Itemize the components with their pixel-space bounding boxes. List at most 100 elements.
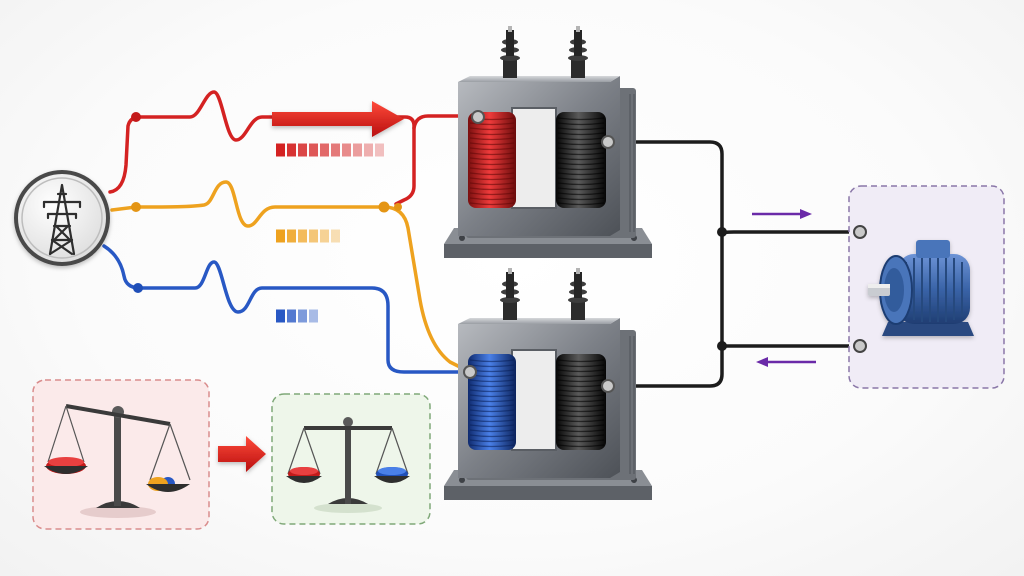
bushing xyxy=(500,268,520,320)
coil-winding xyxy=(557,147,605,151)
secondary-coil xyxy=(556,354,606,450)
coil-winding xyxy=(557,424,605,428)
coil-winding xyxy=(557,374,605,378)
coil-winding xyxy=(557,434,605,438)
coil-winding xyxy=(469,364,515,368)
coil-winding xyxy=(469,122,515,126)
phase-a-indicator-segment xyxy=(353,143,362,157)
coil-winding xyxy=(469,384,515,388)
phase-indicators xyxy=(276,143,384,323)
coil-winding xyxy=(557,132,605,136)
coil-winding xyxy=(557,177,605,181)
coil-winding xyxy=(557,162,605,166)
phase-b-indicator-segment xyxy=(320,229,329,243)
coil-winding xyxy=(469,439,515,443)
flow-arrow-left xyxy=(756,357,816,367)
phase-b-indicator-segment xyxy=(276,229,285,243)
coil-winding xyxy=(557,359,605,363)
coil-winding xyxy=(469,192,515,196)
coil-winding xyxy=(469,197,515,201)
coil-winding xyxy=(469,444,515,448)
secondary-terminal xyxy=(601,379,615,393)
coil-winding xyxy=(557,172,605,176)
coil-winding xyxy=(557,167,605,171)
unbalanced-panel xyxy=(32,379,210,530)
coil-winding xyxy=(557,152,605,156)
phase-c-indicator-segment xyxy=(298,309,307,323)
coil-winding xyxy=(469,177,515,181)
coil-winding xyxy=(469,419,515,423)
transition-arrow xyxy=(218,436,266,472)
phase-a-indicator-segment xyxy=(320,143,329,157)
coil-winding xyxy=(557,157,605,161)
phase-a-to-transformer xyxy=(412,114,480,130)
phase-a-indicator-segment xyxy=(364,143,373,157)
coil-winding xyxy=(557,117,605,121)
coil-winding xyxy=(469,157,515,161)
coil-winding xyxy=(557,142,605,146)
junction-dot xyxy=(717,227,727,237)
coil-winding xyxy=(469,152,515,156)
unbalanced-scale-icon xyxy=(44,404,191,518)
load-terminal xyxy=(853,339,867,353)
coil-winding xyxy=(557,409,605,413)
phase-a-indicator-segment xyxy=(331,143,340,157)
junction-dot xyxy=(717,341,727,351)
coil-winding xyxy=(557,399,605,403)
primary-coil xyxy=(468,112,516,208)
secondary-wire-bottom xyxy=(606,344,860,388)
secondary-coil xyxy=(556,112,606,208)
phase-a-indicator-segment xyxy=(309,143,318,157)
bushing xyxy=(500,26,520,78)
coil-winding xyxy=(469,132,515,136)
coil-winding xyxy=(469,187,515,191)
coil-winding xyxy=(557,122,605,126)
secondary-terminal xyxy=(601,135,615,149)
coil-winding xyxy=(469,172,515,176)
coil-winding xyxy=(557,369,605,373)
phase-b-indicator-segment xyxy=(331,229,340,243)
junction-dot xyxy=(394,203,402,211)
coil-winding xyxy=(557,404,605,408)
coil-winding xyxy=(469,434,515,438)
coil-winding xyxy=(469,404,515,408)
power-flow-arrows xyxy=(752,209,816,367)
phase-b-indicator-segment xyxy=(309,229,318,243)
transmission-tower-icon xyxy=(42,183,82,256)
coil-winding xyxy=(469,137,515,141)
coil-winding xyxy=(557,197,605,201)
flow-arrow-right xyxy=(752,209,812,219)
primary-coil xyxy=(468,354,516,450)
coil-winding xyxy=(557,389,605,393)
transformer-top xyxy=(444,26,652,258)
transformer-bottom xyxy=(444,268,652,500)
coil-winding xyxy=(469,379,515,383)
phase-c-wire xyxy=(102,244,472,374)
coil-winding xyxy=(557,192,605,196)
coil-winding xyxy=(469,142,515,146)
coil-winding xyxy=(557,202,605,206)
primary-terminal xyxy=(471,110,485,124)
coil-winding xyxy=(469,202,515,206)
coil-winding xyxy=(469,359,515,363)
coil-winding xyxy=(469,399,515,403)
phase-a-indicator-segment xyxy=(375,143,384,157)
coil-winding xyxy=(469,424,515,428)
coil-winding xyxy=(469,389,515,393)
coil-winding xyxy=(557,379,605,383)
coil-winding xyxy=(557,394,605,398)
coil-winding xyxy=(469,409,515,413)
power-source xyxy=(14,170,110,266)
coil-winding xyxy=(469,429,515,433)
balanced-panel xyxy=(271,393,431,525)
load-terminal xyxy=(853,225,867,239)
bushing xyxy=(568,268,588,320)
phase-c-indicator-segment xyxy=(287,309,296,323)
coil-winding xyxy=(469,394,515,398)
junction-dot xyxy=(131,202,141,212)
coil-winding xyxy=(557,137,605,141)
electric-motor-icon xyxy=(868,240,974,336)
phase-a-indicator-segment xyxy=(276,143,285,157)
coil-winding xyxy=(469,147,515,151)
